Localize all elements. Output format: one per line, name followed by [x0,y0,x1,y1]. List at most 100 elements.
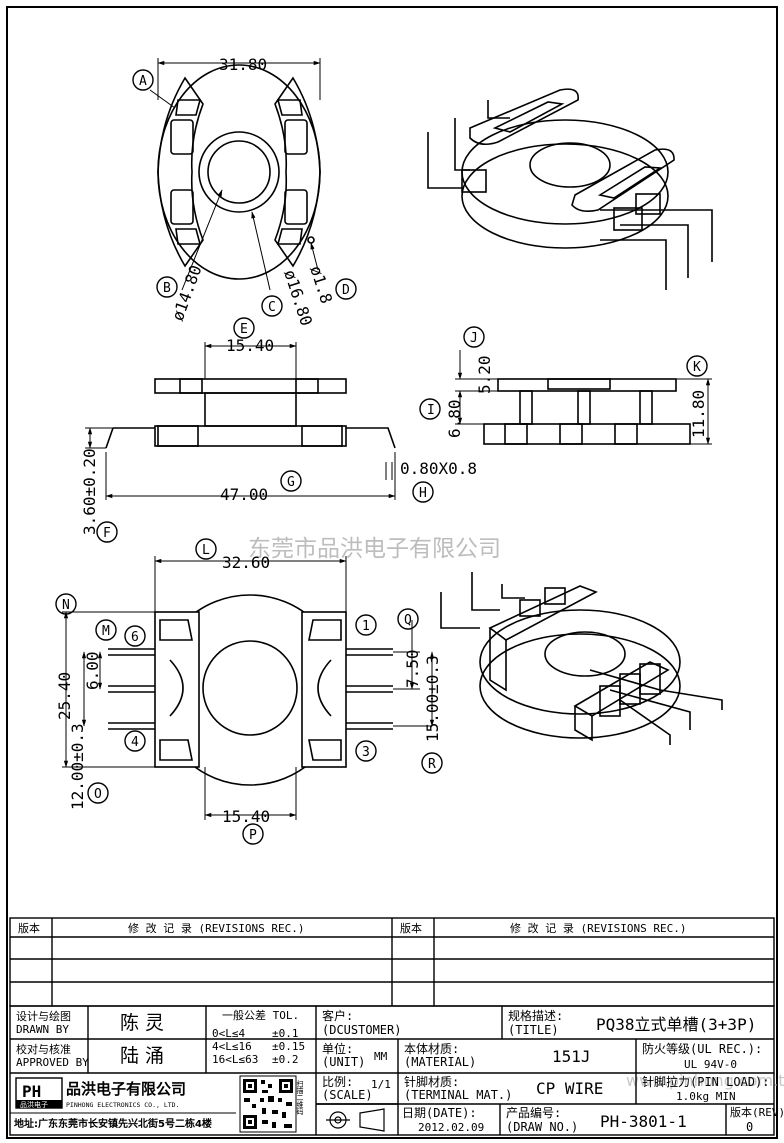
callout-n: N [62,598,70,613]
logo-text: PH [22,1082,41,1101]
rev-label: 版本(REV): [730,1105,784,1119]
pin-load-value: 1.0kg MIN [676,1090,736,1103]
material-value: 151J [552,1047,591,1066]
unit-label-en: (UNIT) [322,1055,365,1069]
spec-value: PQ38立式单槽(3+3P) [596,1015,756,1034]
scale-label-en: (SCALE) [322,1088,373,1102]
tol-value-3: ±0.2 [272,1053,299,1066]
date-value: 2012.02.09 [418,1121,484,1134]
projection-symbol-icon [326,1108,385,1132]
company-name-cn: 品洪电子有限公司 [66,1080,186,1098]
callout-r: R [428,757,436,772]
pin-1-label: 1 [362,619,370,634]
callout-j: J [470,331,478,346]
callout-h: H [419,486,427,501]
draw-no-label-en: (DRAW NO.) [506,1120,578,1134]
dim-g: 47.00 [220,485,268,504]
dim-k: 11.80 [689,390,708,438]
dim-q: 7.50 [403,649,422,688]
letter-callouts: A B C D E F G H I J K L M N O P Q R [55,69,708,845]
rev-header-records-left: 修 改 记 录 (REVISIONS REC.) [128,921,304,935]
callout-i: I [427,403,435,418]
pin-4-label: 4 [131,735,139,750]
watermark: 东莞市品洪电子有限公司 [248,536,501,562]
tol-value-1: ±0.1 [272,1027,299,1040]
isometric-view-top [427,88,713,290]
dim-o: 12.00±0.3 [68,723,87,810]
approved-by-label-en: APPROVED BY [16,1056,89,1069]
callout-b: B [163,281,171,296]
draw-no-label-cn: 产品编号: [506,1105,561,1120]
callout-o: O [94,787,102,802]
dim-h: 0.80X0.8 [400,459,477,478]
dim-diameter-d: ø1.8 [306,263,336,306]
dim-r: 15.00±0.3 [423,655,442,742]
date-label: 日期(DATE): [402,1106,477,1120]
tol-range-1: 0<L≤4 [212,1027,245,1040]
dim-diameter-b: ø14.80 [168,263,206,324]
draw-no-value: PH-3801-1 [600,1112,687,1131]
callout-k: K [693,360,701,375]
callout-q: Q [404,613,412,628]
fire-value: UL 94V-0 [684,1058,737,1071]
callout-a: A [139,74,147,89]
dim-f: 3.60±0.20 [80,448,99,535]
qr-code-icon [239,1075,297,1133]
logo-subtext: 品洪电子 [20,1100,48,1109]
terminal-label-en: (TERMINAL MAT.) [404,1088,512,1102]
customer-label-en: (DCUSTOMER) [322,1023,401,1037]
customer-label-cn: 客户: [322,1008,353,1023]
callout-d: D [342,283,350,298]
revisions-table [9,917,775,1007]
pin-6-label: 6 [131,630,139,645]
spec-label-en: (TITLE) [508,1023,559,1037]
dim-j: 5.20 [475,355,494,394]
dim-l: 32.60 [222,553,270,572]
company-name-en: PINHONG ELECTRONICS CO., LTD. [66,1101,180,1109]
rev-header-version-right: 版本 [400,921,422,935]
approved-by-value: 陆 涌 [120,1045,164,1067]
tol-range-3: 16<L≤63 [212,1053,258,1066]
drawn-by-label-cn: 设计与绘图 [16,1009,71,1023]
terminal-label-cn: 针脚材质: [404,1074,459,1089]
callout-e: E [240,322,248,337]
isometric-view-bottom [440,572,723,745]
tolerance-title: 一般公差 TOL. [222,1008,299,1022]
rev-value: 0 [746,1120,753,1134]
callout-l: L [202,543,210,558]
pin-load-label: 针脚拉力(PIN LOAD): [642,1074,769,1089]
material-label-cn: 本体材质: [404,1042,459,1056]
rev-header-version-left: 版本 [18,921,40,935]
front-view [85,342,396,500]
dim-n: 25.40 [55,672,74,720]
rev-header-records-right: 修 改 记 录 (REVISIONS REC.) [510,921,686,935]
tol-value-2: ±0.15 [272,1040,305,1053]
title-block-grid [9,1005,775,1136]
company-address: 地址:广东东莞市长安镇先兴北街5号二栋4楼 [14,1117,212,1130]
bottom-view [62,556,435,820]
dim-m: 6.00 [83,651,102,690]
dim-e: 15.40 [226,336,274,355]
side-view [455,350,712,445]
callout-c: C [268,300,276,315]
pin-callouts: 1 6 4 3 [124,614,377,762]
scale-label-cn: 比例: [322,1075,353,1089]
drawn-by-label-en: DRAWN BY [16,1023,69,1036]
sheet-border [6,6,778,1139]
callout-m: M [102,624,110,639]
dim-i: 6.80 [445,399,464,438]
approved-by-label-cn: 校对与核准 [16,1042,71,1056]
terminal-value: CP WIRE [536,1079,603,1098]
qr-caption: 扫描二维码 [296,1079,304,1116]
watermark-url: www.pinhong.com.td [626,1071,784,1090]
scale-value: 1/1 [371,1078,391,1091]
dim-width-a: 31.80 [219,55,267,74]
unit-label-cn: 单位: [322,1041,353,1056]
callout-f: F [103,526,111,541]
pin-3-label: 3 [362,745,370,760]
company-logo [15,1077,63,1109]
unit-value: MM [374,1050,388,1063]
drawn-by-value: 陈 灵 [120,1012,164,1034]
fire-label: 防火等级(UL REC.): [642,1041,762,1056]
